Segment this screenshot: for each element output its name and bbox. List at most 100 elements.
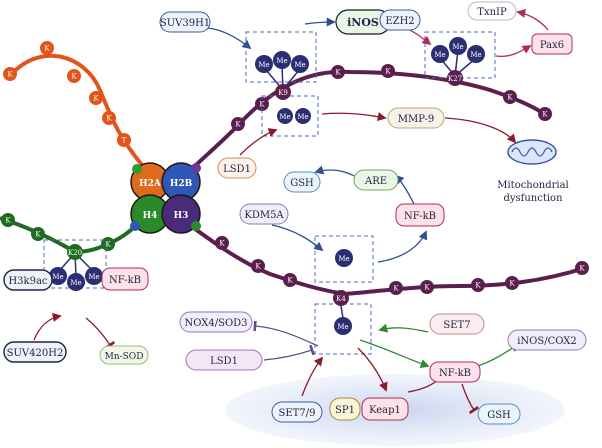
k9-methyl-group-2: Me: [273, 51, 291, 69]
svg-text:GSH: GSH: [487, 410, 511, 421]
k4-upper-methyl: Me: [335, 249, 353, 267]
residue-bead: [101, 237, 115, 251]
k9-site: K9: [275, 84, 291, 100]
residue-bead: [503, 90, 517, 104]
k27-methyl-group-3: Me: [467, 45, 485, 63]
node-mnsod: Mn-SOD: [99, 345, 149, 365]
k4-site: K4: [333, 290, 349, 306]
residue-bead: [381, 64, 395, 78]
residue-bead: [575, 261, 589, 275]
node-kdm5a: KDM5A: [239, 203, 289, 225]
node-nfkb-left: NF-kB: [101, 267, 149, 291]
k20-methyl-group-3: Me: [85, 267, 103, 285]
nucleosome: H2A H2B H4 H3: [130, 162, 201, 234]
k27-methyl-group-1: Me: [431, 45, 449, 63]
residue-bead: [420, 280, 434, 294]
residue-bead: [331, 65, 345, 79]
residue-bead-label: K: [5, 217, 11, 225]
node-lsd1-bottom: LSD1: [185, 349, 263, 371]
svg-text:NOX4/SOD3: NOX4/SOD3: [184, 318, 247, 329]
k9-methyl-group-1: Me: [255, 55, 273, 73]
node-nfkb-bottom: NF-kB: [429, 361, 481, 383]
svg-text:Me: Me: [470, 51, 481, 59]
svg-text:ARE: ARE: [364, 176, 387, 187]
node-pax6: Pax6: [531, 33, 573, 55]
residue-bead-label: K: [424, 284, 430, 292]
residue-bead-label: K: [385, 68, 391, 76]
svg-text:H3k9ac: H3k9ac: [8, 276, 47, 287]
svg-text:SUV420H2: SUV420H2: [7, 348, 64, 359]
residue-bead: [538, 107, 552, 121]
k9-methyl-group-3: Me: [291, 55, 309, 73]
svg-text:K9: K9: [278, 89, 288, 97]
residue-bead-label: T: [122, 137, 127, 145]
node-ezh2: EZH2: [379, 9, 421, 31]
svg-text:SET7/9: SET7/9: [279, 408, 316, 419]
svg-text:SP1: SP1: [335, 405, 355, 416]
node-are: ARE: [353, 169, 399, 191]
residue-bead-label: K: [335, 69, 341, 77]
residue-bead: [251, 259, 265, 273]
residue-bead: [389, 281, 403, 295]
svg-text:Me: Me: [88, 273, 99, 281]
svg-text:Me: Me: [294, 61, 305, 69]
h3-label: H3: [174, 211, 189, 221]
node-sp1: SP1: [329, 397, 361, 421]
svg-text:Me: Me: [258, 61, 269, 69]
svg-text:LSD1: LSD1: [210, 356, 238, 367]
residue-bead: [67, 69, 81, 83]
node-inoscox2: iNOS/COX2: [507, 329, 587, 351]
residue-bead-label: K: [105, 241, 111, 249]
h4-label: H4: [143, 211, 158, 221]
svg-text:NF-kB: NF-kB: [404, 211, 436, 222]
svg-text:iNOS/COX2: iNOS/COX2: [517, 336, 577, 347]
svg-text:SET7: SET7: [443, 320, 470, 331]
svg-text:NF-kB: NF-kB: [439, 368, 471, 379]
residue-bead: [89, 91, 103, 105]
svg-text:Me: Me: [434, 51, 445, 59]
k4-upper-box: [314, 235, 374, 283]
residue-bead: [215, 236, 229, 250]
residue-bead: [117, 133, 131, 147]
mitochondria-icon: [507, 139, 557, 165]
svg-text:NF-kB: NF-kB: [109, 275, 141, 286]
node-set79: SET7/9: [271, 401, 323, 423]
svg-text:TxnIP: TxnIP: [477, 7, 507, 18]
svg-text:iNOS: iNOS: [347, 16, 379, 29]
k20-methyl-group-1: Me: [49, 267, 67, 285]
node-set7: SET7: [429, 313, 485, 335]
k9-lower-box: [261, 95, 319, 137]
residue-bead: [102, 111, 116, 125]
residue-bead: [40, 41, 54, 55]
svg-text:Me: Me: [337, 323, 348, 331]
residue-bead: [283, 273, 297, 287]
mito-label-line2: dysfunction: [503, 193, 563, 204]
residue-bead-label: K: [393, 285, 399, 293]
svg-text:MMP-9: MMP-9: [398, 114, 434, 125]
svg-text:EZH2: EZH2: [385, 16, 414, 27]
node-suv39h1: SUV39H1: [159, 11, 211, 33]
residue-bead: [471, 278, 485, 292]
residue-bead-label: K: [287, 277, 293, 285]
purple-lower-tail: [178, 216, 586, 297]
node-inos: iNOS: [335, 9, 391, 35]
residue-bead: [3, 67, 17, 81]
svg-text:Me: Me: [70, 279, 81, 287]
svg-text:Mn-SOD: Mn-SOD: [105, 352, 144, 362]
residue-bead-label: K: [35, 231, 41, 239]
k9-demethyl-1: Me: [277, 108, 293, 124]
residue-bead: [231, 117, 245, 131]
node-txnip: TxnIP: [467, 1, 517, 21]
k9-demethyl-2: Me: [295, 108, 311, 124]
svg-text:Me: Me: [52, 273, 63, 281]
svg-text:GSH: GSH: [290, 178, 314, 189]
node-gsh-top: GSH: [283, 171, 321, 193]
node-suv420h2: SUV420H2: [3, 341, 67, 363]
h2b-label: H2B: [170, 179, 193, 189]
residue-bead-label: K: [579, 265, 585, 273]
residue-bead-label: K: [93, 95, 99, 103]
svg-text:Me: Me: [276, 57, 287, 65]
residue-bead-label: K: [7, 71, 13, 79]
residue-bead-label: K: [475, 282, 481, 290]
